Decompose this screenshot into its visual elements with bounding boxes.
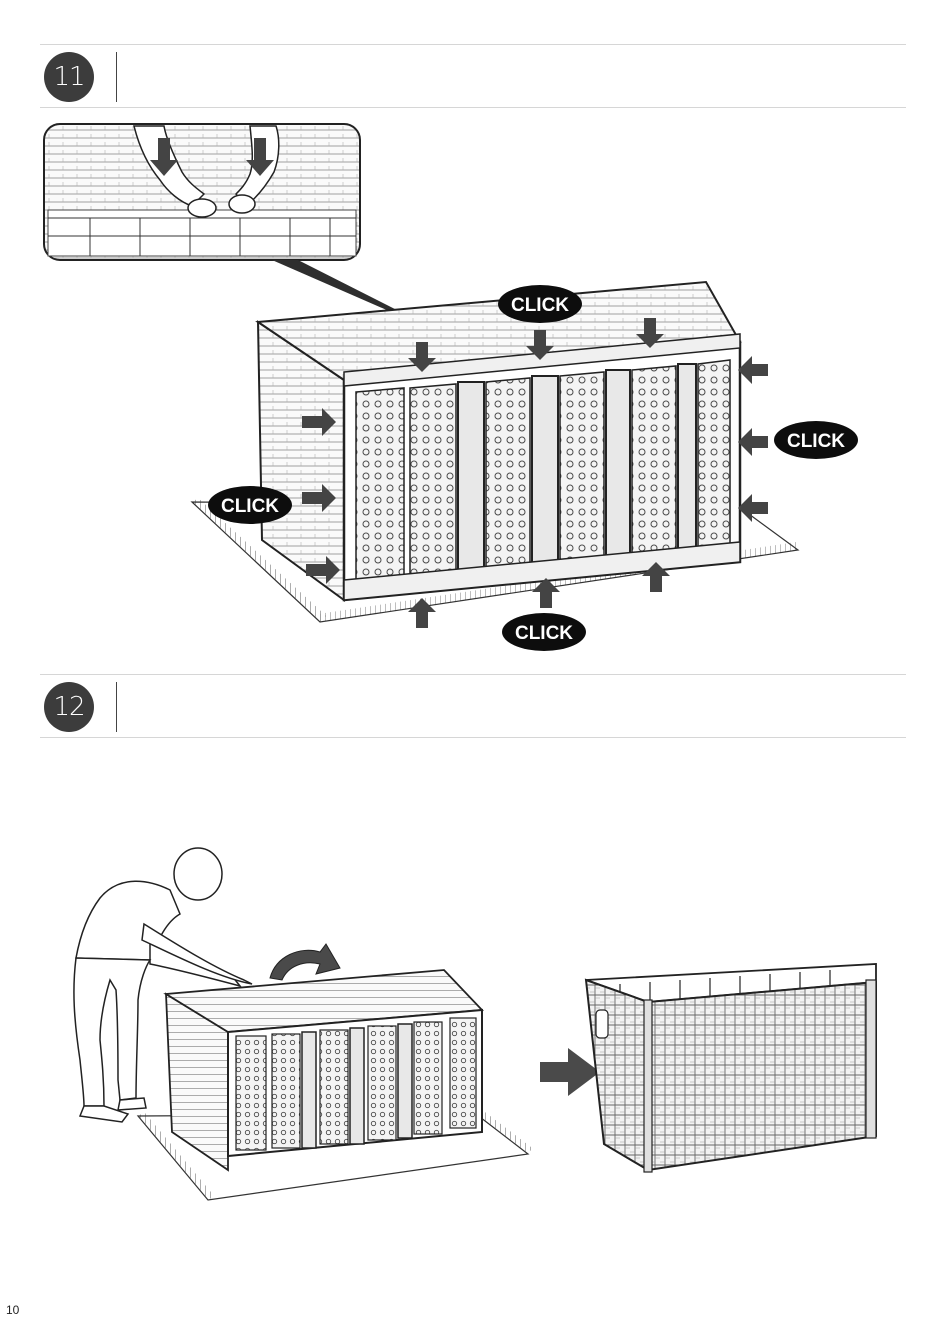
arrow-left-icon <box>738 356 768 384</box>
svg-text:CLICK: CLICK <box>221 496 279 517</box>
click-callout-right: CLICK <box>774 421 858 459</box>
arrow-left-icon <box>738 428 768 456</box>
svg-text:CLICK: CLICK <box>787 431 845 452</box>
step-divider <box>116 682 117 732</box>
arrow-right-icon <box>540 1048 600 1096</box>
step-number-badge: 11 <box>44 52 94 102</box>
click-callout-bottom: CLICK <box>502 613 586 651</box>
arrow-left-icon <box>738 494 768 522</box>
step-11-header: 11 <box>40 44 906 108</box>
page-number: 10 <box>6 1303 19 1317</box>
box-finished <box>586 964 876 1172</box>
storage-box <box>258 282 740 600</box>
step-11-illustration: CLICK CLICK CLICK CLICK <box>0 110 950 670</box>
click-callout-left: CLICK <box>208 486 292 524</box>
step-12-header: 12 <box>40 674 906 738</box>
step-number-badge: 12 <box>44 682 94 732</box>
detail-inset <box>44 124 360 260</box>
rotate-arrow-icon <box>270 944 340 980</box>
click-callout-top: CLICK <box>498 285 582 323</box>
step-12-illustration <box>0 840 950 1220</box>
step-divider <box>116 52 117 102</box>
svg-text:CLICK: CLICK <box>511 295 569 316</box>
box-before-flip <box>166 970 482 1170</box>
svg-text:CLICK: CLICK <box>515 623 573 644</box>
